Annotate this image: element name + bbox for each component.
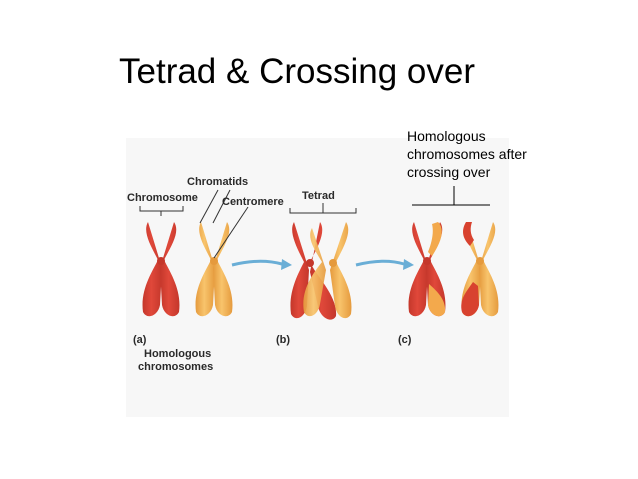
panel-label-b: (b) <box>276 334 290 346</box>
chromosome-recombined-1 <box>408 222 446 317</box>
label-chromosome: Chromosome <box>127 192 198 204</box>
panel-label-a: (a) <box>133 334 147 346</box>
arrow-b-to-c <box>355 259 414 270</box>
caption-a-line1: Homologous <box>144 348 211 360</box>
label-leaders-a <box>139 189 249 259</box>
slide-title: Tetrad & Crossing over <box>119 52 475 91</box>
callout-bracket <box>412 186 490 206</box>
chromosome-red-a <box>142 222 180 317</box>
arrow-a-to-b <box>231 259 292 270</box>
callout-text: Homologous chromosomes after crossing ov… <box>407 127 527 181</box>
chromosome-recombined-2 <box>461 222 499 317</box>
callout-line-1: Homologous <box>407 128 486 144</box>
label-chromatids: Chromatids <box>187 176 248 188</box>
caption-a-line2: chromosomes <box>138 361 213 373</box>
panel-label-c: (c) <box>398 334 412 346</box>
label-centromere: Centromere <box>222 196 284 208</box>
callout-line-2: chromosomes after <box>407 146 527 162</box>
label-tetrad: Tetrad <box>302 190 335 202</box>
tetrad-b <box>290 222 352 320</box>
callout-line-3: crossing over <box>407 164 491 180</box>
tetrad-bracket <box>289 203 357 214</box>
chromosome-orange-a <box>195 222 233 317</box>
